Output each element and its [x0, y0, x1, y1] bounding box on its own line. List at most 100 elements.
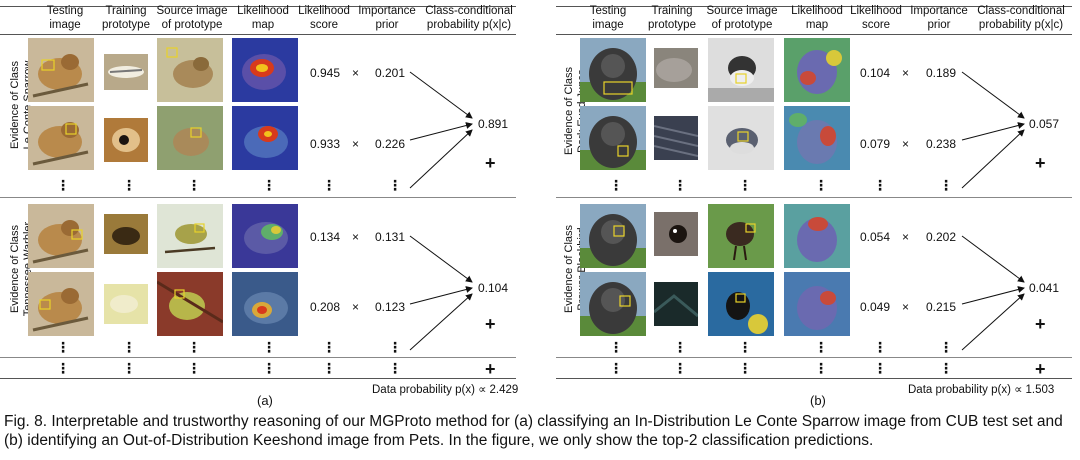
arrow — [961, 235, 1025, 283]
training-prototype-8 — [654, 282, 698, 326]
source-image-2 — [157, 106, 223, 170]
header-training-prototype: Training prototype — [648, 5, 696, 31]
vdots: ⋮ — [187, 360, 201, 376]
data-probability-a: Data probability p(x) ∝ 2.429 — [372, 382, 518, 396]
vdots: ⋮ — [814, 360, 828, 376]
vdots: ⋮ — [322, 339, 336, 355]
source-image-6 — [708, 106, 774, 170]
bottom-rule — [0, 378, 516, 379]
multiply-sign: × — [902, 66, 910, 80]
vdots: ⋮ — [873, 360, 887, 376]
vdots: ⋮ — [187, 177, 201, 193]
vdots: ⋮ — [122, 360, 136, 376]
multiply-sign: × — [902, 137, 910, 151]
vdots: ⋮ — [814, 339, 828, 355]
header-rule — [0, 34, 516, 35]
training-prototype-6 — [654, 116, 698, 160]
likelihood-score: 0.933 — [310, 137, 341, 151]
vdots: ⋮ — [122, 339, 136, 355]
training-prototype-7 — [654, 212, 698, 256]
header-testing-image: Testing image — [46, 5, 84, 31]
likelihood-score: 0.104 — [860, 66, 891, 80]
vdots: ⋮ — [738, 360, 752, 376]
importance-prior: 0.226 — [375, 137, 406, 151]
testing-image-keeshond — [580, 204, 646, 268]
vdots: ⋮ — [388, 177, 402, 193]
training-prototype-2 — [104, 118, 148, 162]
header-likelihood-score: Likelihood score — [850, 5, 902, 31]
arrow — [961, 129, 1025, 189]
arrow — [409, 71, 473, 119]
data-probability-b: Data probability p(x) ∝ 1.503 — [908, 382, 1054, 396]
vdots: ⋮ — [873, 339, 887, 355]
importance-prior: 0.201 — [375, 66, 406, 80]
class-prob-brewer-blackbird: 0.041 — [1029, 281, 1060, 295]
source-image-7 — [708, 204, 774, 268]
vdots: ⋮ — [939, 177, 953, 193]
likelihood-map-4 — [232, 272, 298, 336]
likelihood-map-6 — [784, 106, 850, 170]
arrow — [409, 286, 473, 305]
vdots: ⋮ — [673, 177, 687, 193]
importance-prior: 0.131 — [375, 230, 406, 244]
arrow — [409, 122, 473, 141]
likelihood-score: 0.049 — [860, 300, 891, 314]
vdots: ⋮ — [56, 339, 70, 355]
header-class-conditional: Class-conditional probability p(x|c) — [977, 5, 1065, 31]
data-probability-value: 2.429 — [489, 384, 519, 396]
header-source-image: Source image of prototype — [706, 5, 778, 31]
multiply-sign: × — [352, 137, 360, 151]
arrow — [409, 293, 473, 351]
header-training-prototype: Training prototype — [102, 5, 150, 31]
vdots: ⋮ — [873, 177, 887, 193]
arrow — [961, 293, 1025, 351]
header-likelihood-map: Likelihood map — [237, 5, 289, 31]
class-separator — [0, 357, 516, 358]
class-separator — [556, 357, 1072, 358]
multiply-sign: × — [902, 300, 910, 314]
vdots: ⋮ — [56, 177, 70, 193]
plus-sign: + — [1035, 314, 1046, 334]
header-rule — [556, 34, 1072, 35]
plus-sign: + — [1035, 359, 1046, 379]
header-likelihood-score: Likelihood score — [298, 5, 350, 31]
class-separator — [556, 197, 1072, 198]
plus-sign: + — [1035, 153, 1046, 173]
header-likelihood-map: Likelihood map — [791, 5, 843, 31]
likelihood-map-5 — [784, 38, 850, 102]
header-source-image: Source image of prototype — [156, 5, 228, 31]
importance-prior: 0.123 — [375, 300, 406, 314]
vdots: ⋮ — [814, 177, 828, 193]
vdots: ⋮ — [609, 360, 623, 376]
likelihood-score: 0.208 — [310, 300, 341, 314]
training-prototype-3 — [104, 214, 148, 254]
importance-prior: 0.215 — [926, 300, 957, 314]
likelihood-map-3 — [232, 204, 298, 268]
arrows-a — [409, 71, 473, 351]
arrow — [409, 235, 473, 283]
arrows-b — [961, 71, 1025, 351]
training-prototype-4 — [104, 284, 148, 324]
testing-image-keeshond — [580, 106, 646, 170]
data-probability-label: Data probability p(x) ∝ — [908, 384, 1023, 396]
importance-prior: 0.189 — [926, 66, 957, 80]
arrow — [961, 122, 1025, 141]
vdots: ⋮ — [673, 339, 687, 355]
likelihood-map-7 — [784, 204, 850, 268]
header-importance-prior: Importance prior — [910, 5, 968, 31]
plus-sign: + — [485, 359, 496, 379]
top-rule — [0, 6, 516, 7]
vdots: ⋮ — [322, 177, 336, 193]
vdots: ⋮ — [56, 360, 70, 376]
importance-prior: 0.202 — [926, 230, 957, 244]
arrow — [961, 71, 1025, 119]
likelihood-score: 0.945 — [310, 66, 341, 80]
source-image-1 — [157, 38, 223, 102]
vdots: ⋮ — [388, 339, 402, 355]
panel-b-label: (b) — [810, 393, 826, 408]
likelihood-score: 0.079 — [860, 137, 891, 151]
vdots: ⋮ — [262, 339, 276, 355]
vdots: ⋮ — [122, 177, 136, 193]
multiply-sign: × — [352, 66, 360, 80]
vdots: ⋮ — [187, 339, 201, 355]
